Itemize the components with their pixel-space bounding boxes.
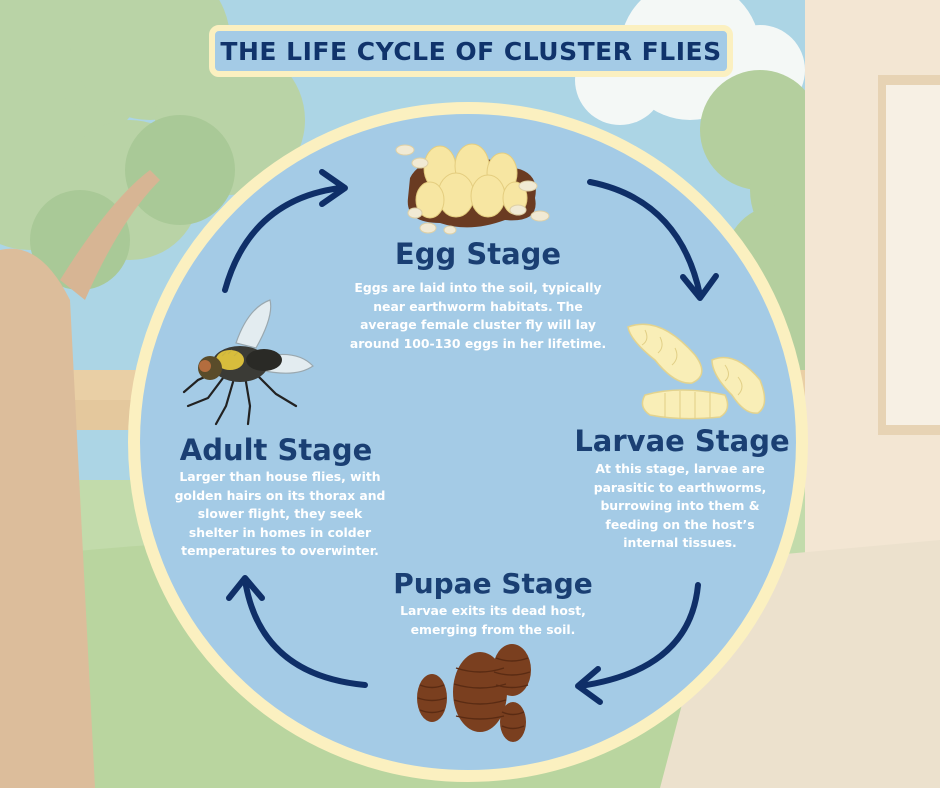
- adult-desc-line: Larger than house flies, with: [179, 469, 381, 484]
- larvae-stage-description: At this stage, larvae are parasitic to e…: [570, 460, 790, 553]
- larvae-desc-line: At this stage, larvae are: [595, 461, 765, 476]
- eggs-icon: [395, 143, 550, 235]
- egg-stage-heading: Egg Stage: [394, 237, 562, 271]
- adult-stage-heading: Adult Stage: [179, 433, 373, 467]
- title-banner: THE LIFE CYCLE OF CLUSTER FLIES: [209, 25, 733, 77]
- larvae-desc-line: parasitic to earthworms,: [593, 479, 767, 495]
- larvae-desc-line: feeding on the host’s: [605, 516, 755, 532]
- adult-desc-line: golden hairs on its thorax and: [174, 487, 386, 503]
- larvae-stage-heading: Larvae Stage: [574, 424, 790, 458]
- larvae-icon: [627, 323, 766, 420]
- egg-desc-line: around 100-130 eggs in her lifetime.: [349, 335, 607, 351]
- larvae-desc-line: internal tissues.: [623, 535, 737, 550]
- adult-desc-line: shelter in homes in colder: [188, 524, 372, 540]
- adult-desc-line: temperatures to overwinter.: [181, 543, 379, 558]
- page-title: THE LIFE CYCLE OF CLUSTER FLIES: [220, 36, 722, 66]
- egg-stage-description: Eggs are laid into the soil, typically n…: [318, 279, 638, 353]
- pupae-stage-description: Larvae exits its dead host, emerging fro…: [368, 602, 618, 639]
- pupae-desc-line: emerging from the soil.: [410, 621, 576, 637]
- pupae-stage-heading: Pupae Stage: [393, 567, 593, 600]
- fly-icon: [182, 299, 314, 426]
- egg-desc-line: near earthworm habitats. The: [373, 298, 583, 314]
- larvae-desc-line: burrowing into them &: [600, 498, 760, 513]
- adult-stage-description: Larger than house flies, with golden hai…: [160, 468, 400, 561]
- adult-desc-line: slower flight, they seek: [197, 506, 363, 521]
- egg-desc-line: Eggs are laid into the soil, typically: [354, 280, 602, 295]
- pupae-desc-line: Larvae exits its dead host,: [400, 603, 586, 618]
- pupae-icon: [417, 644, 531, 742]
- egg-desc-line: average female cluster fly will lay: [360, 317, 596, 332]
